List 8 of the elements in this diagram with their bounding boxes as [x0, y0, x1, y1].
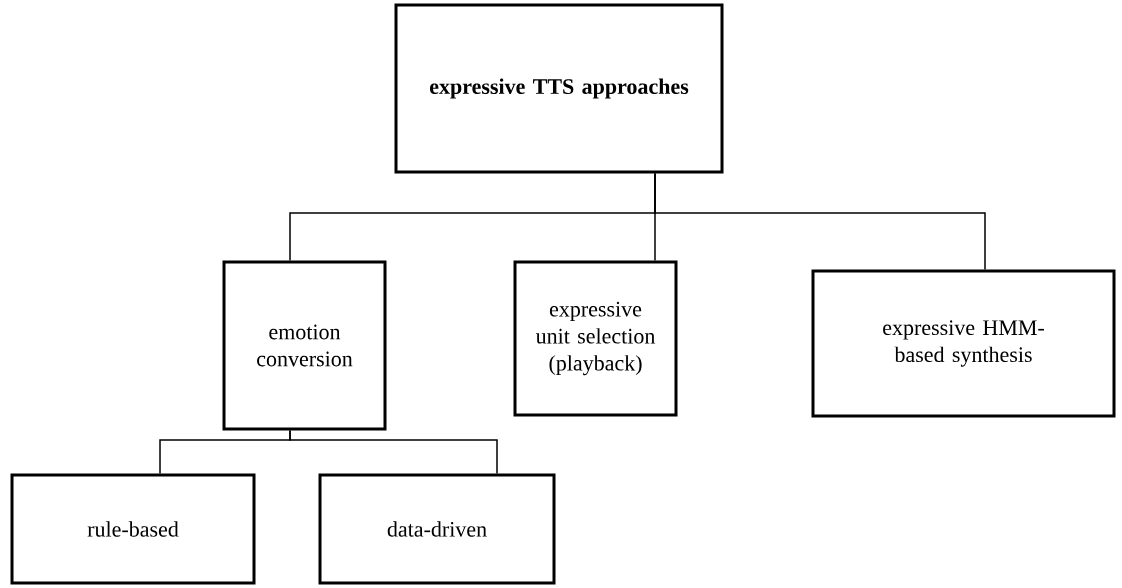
process-box: emotion conversion — [222, 260, 387, 431]
process-box: rule-based — [10, 473, 256, 585]
process-box: expressive HMM-based synthesis — [811, 269, 1116, 418]
connector-line — [289, 429, 498, 475]
process-box: expressive TTS approaches — [394, 3, 724, 174]
process-box: data-driven — [318, 473, 556, 585]
process-box: expressive unit selection (playback) — [513, 260, 678, 417]
connector-line — [654, 172, 986, 271]
